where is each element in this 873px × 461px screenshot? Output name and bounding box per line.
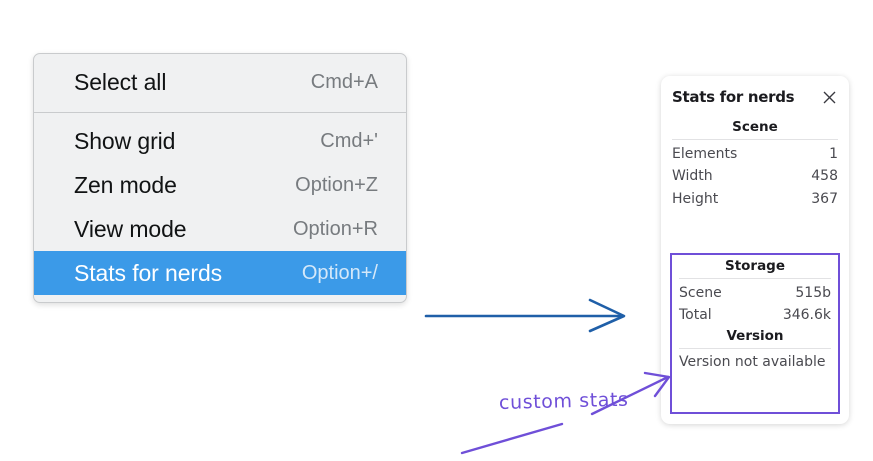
stats-for-nerds-panel: Stats for nerds Scene Elements 1 Width 4… — [661, 76, 849, 424]
menu-item-stats-for-nerds[interactable]: Stats for nerds Option+/ — [34, 251, 406, 295]
menu-item-label: Select all — [74, 68, 167, 95]
menu-item-label: Zen mode — [74, 171, 177, 198]
scene-heading: Scene — [732, 119, 778, 135]
purple-underline-stroke — [460, 422, 564, 455]
stat-value: 515b — [795, 285, 831, 301]
menu-item-shortcut: Cmd+' — [320, 129, 378, 152]
blue-arrow — [424, 298, 626, 333]
stat-value: 346.6k — [782, 307, 831, 324]
scene-section: Scene Elements 1 Width 458 Height 367 — [672, 118, 838, 210]
stat-row-storage-scene: Scene 515b — [679, 282, 831, 304]
stat-row-height: Height 367 — [672, 188, 838, 210]
menu-item-select-all[interactable]: Select all Cmd+A — [34, 60, 406, 104]
menu-item-shortcut: Cmd+A — [310, 70, 378, 93]
menu-group-2: Show grid Cmd+' Zen mode Option+Z View m… — [34, 113, 406, 302]
menu-item-zen-mode[interactable]: Zen mode Option+Z — [34, 163, 406, 207]
menu-item-shortcut: Option+R — [292, 217, 378, 240]
version-text: Version not available — [679, 353, 826, 370]
divider — [672, 139, 838, 140]
version-section: Version Version not available — [679, 327, 831, 372]
stat-row-elements: Elements 1 — [672, 143, 838, 165]
menu-item-label: View mode — [74, 215, 187, 242]
stat-key: Width — [672, 168, 713, 185]
stat-row-storage-total: Total 346.6k — [679, 304, 831, 326]
stat-value: 1 — [829, 146, 838, 162]
stat-key: Height — [672, 190, 719, 207]
menu-item-label: Stats for nerds — [74, 259, 223, 286]
stat-key: Total — [679, 307, 712, 324]
menu-item-label: Show grid — [74, 127, 176, 154]
menu-item-shortcut: Option+Z — [295, 173, 378, 196]
stat-value: 458 — [811, 168, 838, 185]
storage-section: Storage Scene 515b Total 346.6k — [679, 257, 831, 327]
divider — [679, 278, 831, 279]
context-menu: Select all Cmd+A Show grid Cmd+' Zen mod… — [33, 53, 407, 303]
menu-item-show-grid[interactable]: Show grid Cmd+' — [34, 119, 406, 163]
storage-heading: Storage — [724, 258, 786, 274]
menu-separator — [34, 112, 406, 113]
menu-item-view-mode[interactable]: View mode Option+R — [34, 207, 406, 251]
stat-key: Scene — [679, 285, 722, 301]
panel-title: Stats for nerds — [672, 88, 795, 106]
stat-key: Elements — [672, 146, 738, 162]
close-icon[interactable] — [820, 88, 838, 106]
stat-value: 367 — [811, 190, 838, 207]
custom-stats-highlight-box: Storage Scene 515b Total 346.6k Version … — [670, 253, 840, 414]
version-heading: Version — [726, 327, 784, 344]
menu-item-shortcut: Option+/ — [301, 261, 378, 284]
custom-stats-annotation-label: custom stats — [498, 388, 629, 414]
divider — [679, 347, 831, 349]
panel-header: Stats for nerds — [672, 88, 838, 106]
menu-group-1: Select all Cmd+A — [34, 54, 406, 112]
stat-row-width: Width 458 — [672, 165, 838, 187]
